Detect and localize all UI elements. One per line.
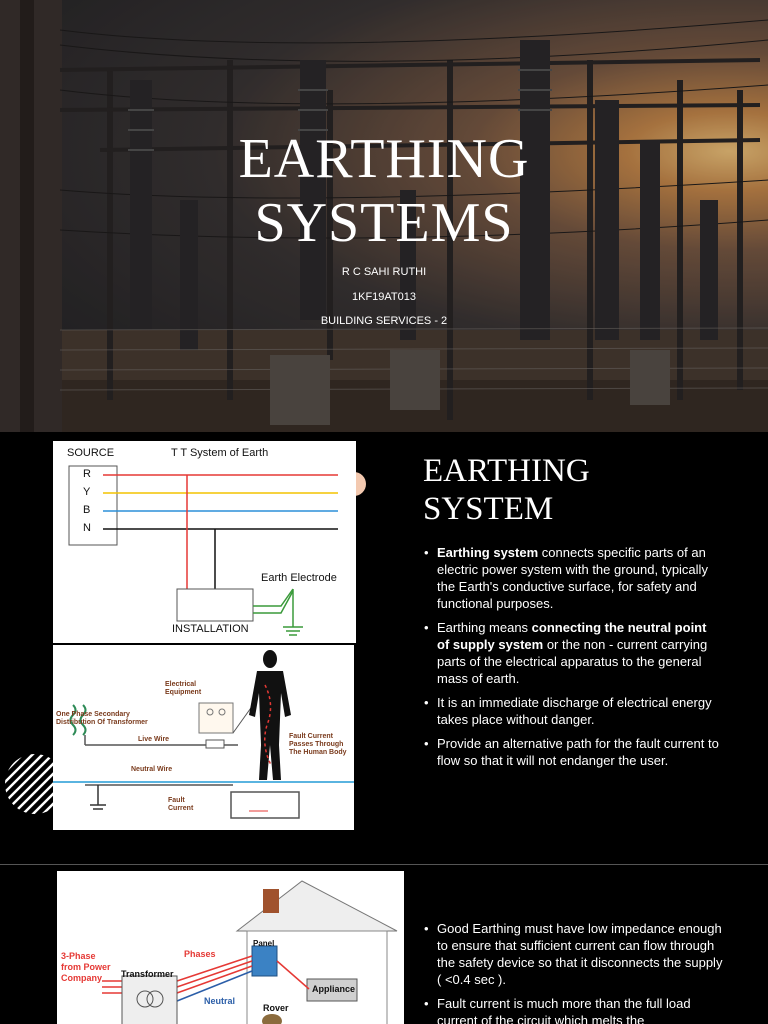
slide2-title: EARTHING SYSTEM — [423, 452, 590, 528]
phase-y-label: Y — [83, 486, 91, 498]
appliance-label: Appliance — [312, 984, 356, 994]
earthing-bullet-list: Earthing system connects specific parts … — [422, 544, 722, 776]
source-label: SOURCE — [67, 447, 115, 459]
bullet-item: Provide an alternative path for the faul… — [422, 735, 722, 769]
transformer-label: Transformer — [121, 969, 174, 979]
slide2-title-line-1: EARTHING — [423, 453, 590, 489]
bullet-item: Fault current is much more than the full… — [422, 995, 727, 1024]
panel-label: Panel — [253, 939, 275, 948]
fault-current-diagram: Electrical Equipment One Phase Secondary… — [53, 645, 354, 830]
distribution-label: One Phase Secondary Distribution Of Tran… — [56, 711, 148, 726]
bullet-item: Earthing system connects specific parts … — [422, 544, 722, 612]
tt-system-diagram: SOURCE T T System of Earth R Y B N Earth… — [53, 441, 356, 643]
substation-background — [0, 0, 768, 432]
fault-current-drawing — [53, 650, 354, 819]
bullet-item: It is an immediate discharge of electric… — [422, 694, 722, 728]
neutral-n-label: N — [83, 522, 91, 534]
earthing-system-slide: SOURCE T T System of Earth R Y B N Earth… — [0, 434, 768, 864]
fault-path-label: Fault Current Passes Through The Human B… — [289, 733, 347, 756]
author-name: R C SAHI RUTHI — [341, 266, 427, 278]
fault-current-label: Fault Current — [168, 797, 194, 812]
rover-label: Rover — [263, 1003, 289, 1013]
neutral-label: Neutral — [204, 996, 236, 1006]
house-earthing-diagram: 3-Phase from Power Company Phases Transf… — [57, 871, 404, 1024]
course-name: BUILDING SERVICES - 2 — [320, 315, 448, 327]
usn-code: 1KF19AT013 — [351, 291, 416, 303]
title-slide: EARTHING SYSTEMS R C SAHI RUTHI 1KF19AT0… — [0, 0, 768, 432]
phase-b-label: B — [83, 504, 91, 516]
equipment-label: Electrical Equipment — [165, 681, 202, 696]
installation-label: INSTALLATION — [172, 623, 249, 635]
live-wire-label: Live Wire — [138, 736, 170, 743]
house-earthing-drawing — [102, 880, 398, 1024]
title-line-2: SYSTEMS — [254, 192, 514, 254]
slide2-title-line-2: SYSTEM — [423, 491, 554, 527]
bullet-item: Good Earthing must have low impedance en… — [422, 920, 727, 988]
slide-divider — [0, 864, 768, 865]
phase-r-label: R — [83, 468, 91, 480]
title-line-1: EARTHING — [238, 128, 530, 190]
hatched-circle-decoration — [5, 754, 65, 814]
good-earthing-bullet-list: Good Earthing must have low impedance en… — [422, 920, 727, 1024]
earth-electrode-label: Earth Electrode — [261, 572, 337, 584]
three-phase-label: 3-Phase from Power Company — [61, 951, 111, 983]
good-earthing-slide: 3-Phase from Power Company Phases Transf… — [0, 866, 768, 1024]
phases-label: Phases — [184, 949, 216, 959]
neutral-wire-label: Neutral Wire — [131, 766, 173, 773]
tt-system-heading: T T System of Earth — [171, 447, 269, 459]
tt-system-drawing — [68, 465, 338, 636]
bullet-item: Earthing means connecting the neutral po… — [422, 619, 722, 687]
